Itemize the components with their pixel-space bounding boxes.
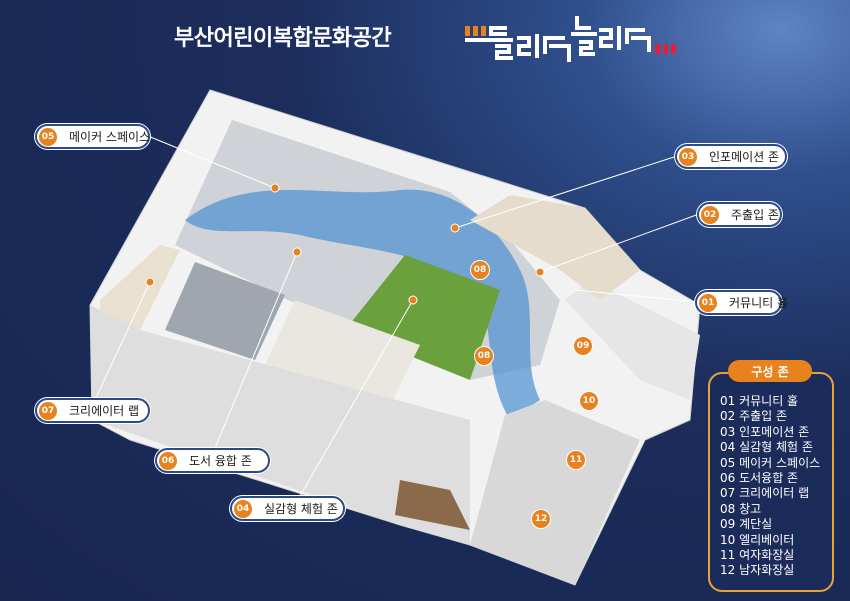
legend-item: 06 도서융합 존 [720,471,799,486]
marker-stairs: 09 [573,336,593,356]
callout-label: 도서 융합 존 [189,454,252,468]
legend-item: 03 인포메이션 존 [720,424,810,439]
callout-community-hall: 01 커뮤니티 홀 [695,290,788,315]
marker-elevator: 10 [579,391,599,411]
blue-floor-pattern [185,189,540,420]
legend-item: 04 실감형 체험 존 [720,440,813,455]
callout-label: 주출입 존 [731,208,779,222]
wood-deck [395,480,470,530]
legend-item: 02 주출입 존 [720,409,788,424]
callout-main-entrance: 02 주출입 존 [697,202,782,227]
callout-number: 04 [234,500,252,518]
marker-mens-restroom: 12 [531,509,551,529]
legend-title: 구성 존 [728,360,812,382]
right-wing [470,195,640,300]
legend-item: 11 여자화장실 [720,548,795,563]
legend-item: 09 계단실 [720,517,773,532]
legend-item: 05 메이커 스페이스 [720,455,821,470]
legend-item: 08 창고 [720,501,762,516]
marker-storage: 08 [474,346,494,366]
legend-item: 07 크리에이터 랩 [720,486,810,501]
white-room [265,300,420,415]
callout-label: 커뮤니티 홀 [729,296,789,310]
page-title: 부산어린이복합문화공간 [174,26,392,51]
callout-immersive-zone: 04 실감형 체험 존 [230,496,345,521]
callout-number: 03 [679,148,697,166]
callout-label: 크리에이터 랩 [69,404,140,418]
callout-label: 인포메이션 존 [709,150,780,164]
marker-womens-restroom: 11 [566,450,586,470]
callout-creator-lab: 07 크리에이터 랩 [35,398,150,423]
marker-storage: 08 [470,260,490,280]
dullak-nallak-logo [465,16,676,62]
tile-room [165,262,285,360]
stairs-room [565,280,700,400]
callout-number: 02 [701,206,719,224]
callout-number: 01 [699,294,717,312]
legend-item: 12 남자화장실 [720,563,795,578]
callout-number: 06 [159,452,177,470]
restroom-block [470,400,640,585]
callout-label: 메이커 스페이스 [69,130,151,144]
callout-information-zone: 03 인포메이션 존 [675,144,787,169]
front-wall [90,305,470,545]
zone-legend: 01 커뮤니티 홀 02 주출입 존 03 인포메이션 존 04 실감형 체험 … [708,372,834,592]
callout-library-zone: 06 도서 융합 존 [155,448,270,473]
callout-maker-space: 05 메이커 스페이스 [35,124,150,149]
legend-item: 10 엘리베이터 [720,532,795,547]
left-room [100,245,180,330]
green-floor-area [345,255,500,380]
callout-label: 실감형 체험 존 [264,502,338,516]
callout-number: 07 [39,402,57,420]
legend-item: 01 커뮤니티 홀 [720,394,799,408]
callout-number: 05 [39,128,57,146]
